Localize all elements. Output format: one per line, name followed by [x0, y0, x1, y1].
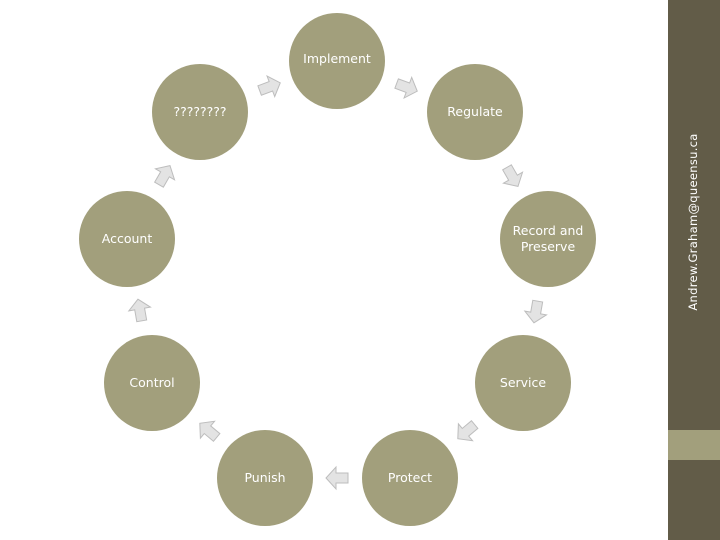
cycle-arrow-icon [153, 164, 175, 188]
cycle-arrow-icon [501, 163, 523, 187]
node-regulate-label: Regulate [447, 103, 503, 119]
node-punish-label: Punish [244, 469, 286, 485]
node-service: Service [475, 335, 571, 431]
node-regulate: Regulate [427, 64, 523, 160]
cycle-arrow-icon [198, 420, 221, 442]
node-protect-label: Protect [387, 469, 433, 485]
node-unknown-label: ???????? [173, 103, 227, 119]
node-account: Account [79, 191, 175, 287]
node-record-and-preserve-label: Record and Preserve [512, 222, 584, 254]
node-account-label: Account [101, 230, 153, 246]
cycle-arrow-icon [127, 298, 152, 323]
node-service-label: Service [499, 374, 547, 390]
node-unknown: ???????? [152, 64, 248, 160]
node-protect: Protect [362, 430, 458, 526]
node-implement: Implement [289, 13, 385, 109]
node-implement-label: Implement [303, 50, 371, 66]
node-control: Control [104, 335, 200, 431]
cycle-arrow-icon [456, 419, 479, 441]
node-record-and-preserve: Record and Preserve [500, 191, 596, 287]
cycle-arrow-icon [394, 75, 418, 99]
sidebar-band [668, 430, 720, 460]
cycle-arrow-icon [523, 299, 548, 324]
cycle-arrow-icon [324, 465, 348, 491]
cycle-arrow-icon [256, 74, 281, 98]
node-punish: Punish [217, 430, 313, 526]
author-email: Andrew.Graham@queensu.ca [686, 133, 700, 311]
node-control-label: Control [129, 374, 175, 390]
